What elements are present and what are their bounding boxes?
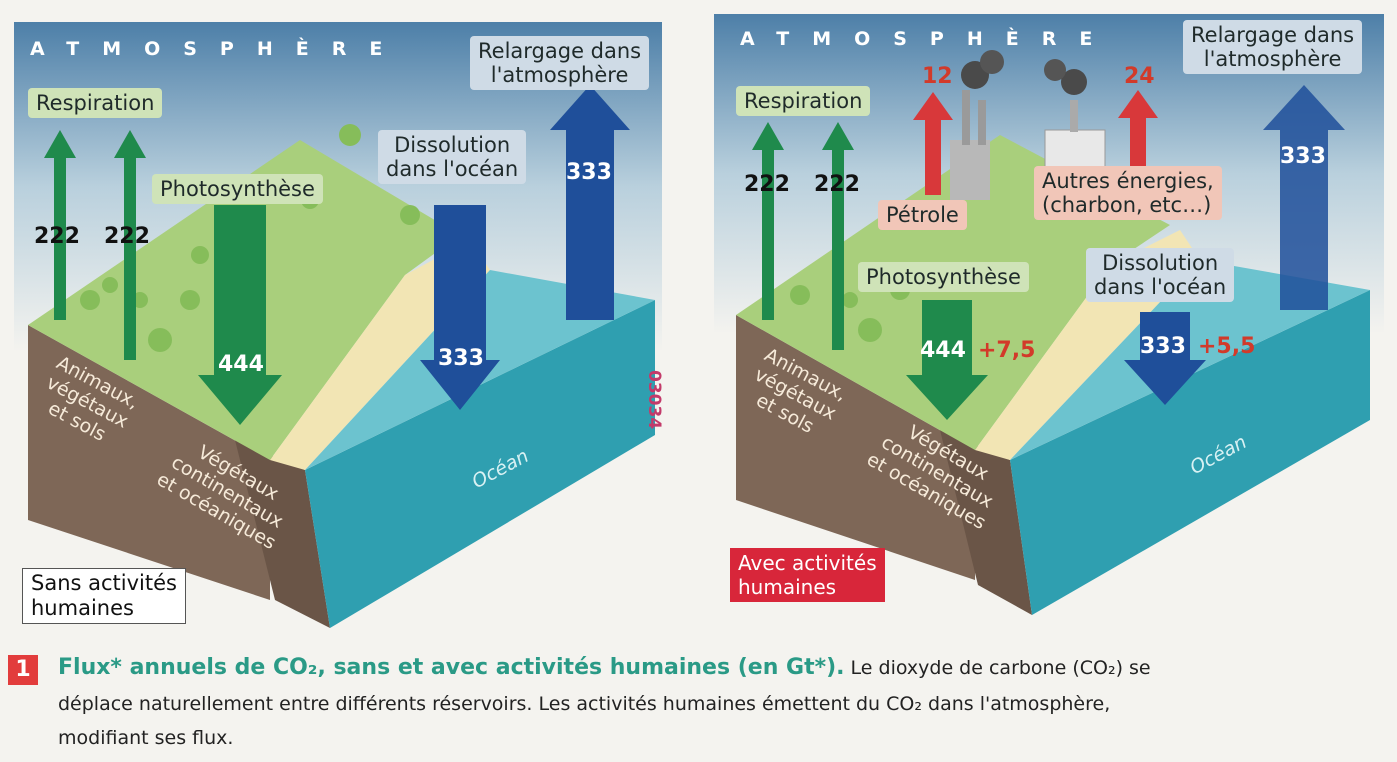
respiration-value-2: 222 <box>104 224 150 249</box>
relargage-label: Relargage dans l'atmosphère <box>470 36 650 91</box>
photosynthesis-arrow <box>906 300 988 420</box>
relargage-value: 333 <box>1280 144 1326 169</box>
dissolution-arrow <box>420 205 500 410</box>
respiration-label: Respiration <box>736 86 871 117</box>
caption-line-2: déplace naturellement entre différents r… <box>58 693 1111 715</box>
scenario-box-with: Avec activités humaines <box>730 548 885 602</box>
scenario-box-without: Sans activités humaines <box>22 568 186 625</box>
relargage-line-2: l'atmosphère <box>1203 47 1342 72</box>
dissolution-label: Dissolution dans l'océan <box>1086 248 1235 303</box>
dissolution-line-1: Dissolution <box>394 133 511 157</box>
dissolution-line-2: dans l'océan <box>1094 275 1227 300</box>
caption-line-3: modifiant ses flux. <box>58 727 234 749</box>
dissolution-line-2: dans l'océan <box>386 157 519 182</box>
diagram-with-human-activity: ATMOSPHÈRE Relargage dans l'atmosphère R… <box>700 0 1397 640</box>
photosynthesis-label: Photosynthèse <box>152 174 323 205</box>
soil-face <box>28 325 270 600</box>
ocean-side <box>1010 290 1370 615</box>
autres-energies-arrow <box>1118 90 1158 170</box>
photosynthesis-extra: +7,5 <box>978 338 1036 363</box>
photosynthesis-arrow <box>198 205 282 425</box>
dissolution-line-1: Dissolution <box>1102 251 1219 275</box>
respiration-value-2: 222 <box>814 172 860 197</box>
figure-number: 1 <box>8 655 38 685</box>
autres-energies-value: 24 <box>1124 64 1155 89</box>
photosynthesis-label: Photosynthèse <box>858 262 1029 293</box>
relargage-line-1: Relargage dans <box>478 39 642 63</box>
relargage-line-2: l'atmosphère <box>490 63 629 88</box>
petrole-arrow <box>913 92 953 195</box>
caption-text-1: Le dioxyde de carbone (CO₂) se <box>850 657 1151 679</box>
respiration-arrow-1 <box>752 122 784 320</box>
scenario-without-line-2: humaines <box>31 596 134 621</box>
respiration-value-1: 222 <box>744 172 790 197</box>
ocean-side <box>305 300 655 628</box>
respiration-label: Respiration <box>28 88 163 119</box>
trees <box>80 124 420 352</box>
figure-caption: 1 Flux* annuels de CO₂, sans et avec act… <box>0 645 1397 762</box>
dissolution-value: 333 <box>1140 334 1186 359</box>
dissolution-label: Dissolution dans l'océan <box>378 130 527 185</box>
refinery-icon <box>950 50 1004 200</box>
photosynthesis-value: 444 <box>920 338 966 363</box>
dissolution-arrow <box>1124 312 1206 405</box>
scenario-with-line-2: humaines <box>738 575 837 599</box>
figure-code: 03034 <box>644 370 664 430</box>
autres-line-2: (charbon, etc…) <box>1042 193 1212 218</box>
atmosphere-label: ATMOSPHÈRE <box>740 28 1116 50</box>
relargage-label: Relargage dans l'atmosphère <box>1183 20 1363 75</box>
autres-energies-label: Autres énergies, (charbon, etc…) <box>1034 166 1222 221</box>
respiration-arrow-1 <box>44 130 76 320</box>
caption-line-1: Flux* annuels de CO₂, sans et avec activ… <box>58 655 1151 680</box>
relargage-line-1: Relargage dans <box>1191 23 1355 47</box>
respiration-arrow-2 <box>822 122 854 350</box>
relargage-value: 333 <box>566 160 612 185</box>
dissolution-extra: +5,5 <box>1198 334 1256 359</box>
atmosphere-label: ATMOSPHÈRE <box>30 38 406 60</box>
soil-face <box>736 315 975 580</box>
petrole-label: Pétrole <box>878 200 967 231</box>
diagram-without-human-activity: ATMOSPHÈRE Relargage dans l'atmosphère R… <box>0 0 680 640</box>
scenario-without-line-1: Sans activités <box>31 571 177 595</box>
scenario-with-line-1: Avec activités <box>738 551 877 575</box>
relargage-arrow <box>1263 85 1345 310</box>
caption-title: Flux* annuels de CO₂, sans et avec activ… <box>58 655 845 680</box>
petrole-value: 12 <box>922 64 953 89</box>
dissolution-value: 333 <box>438 346 484 371</box>
photosynthesis-value: 444 <box>218 352 264 377</box>
relargage-arrow <box>550 85 630 320</box>
autres-line-1: Autres énergies, <box>1042 169 1214 193</box>
cliff-face <box>940 430 1032 615</box>
cliff-face <box>235 440 330 628</box>
respiration-arrow-2 <box>114 130 146 360</box>
respiration-value-1: 222 <box>34 224 80 249</box>
